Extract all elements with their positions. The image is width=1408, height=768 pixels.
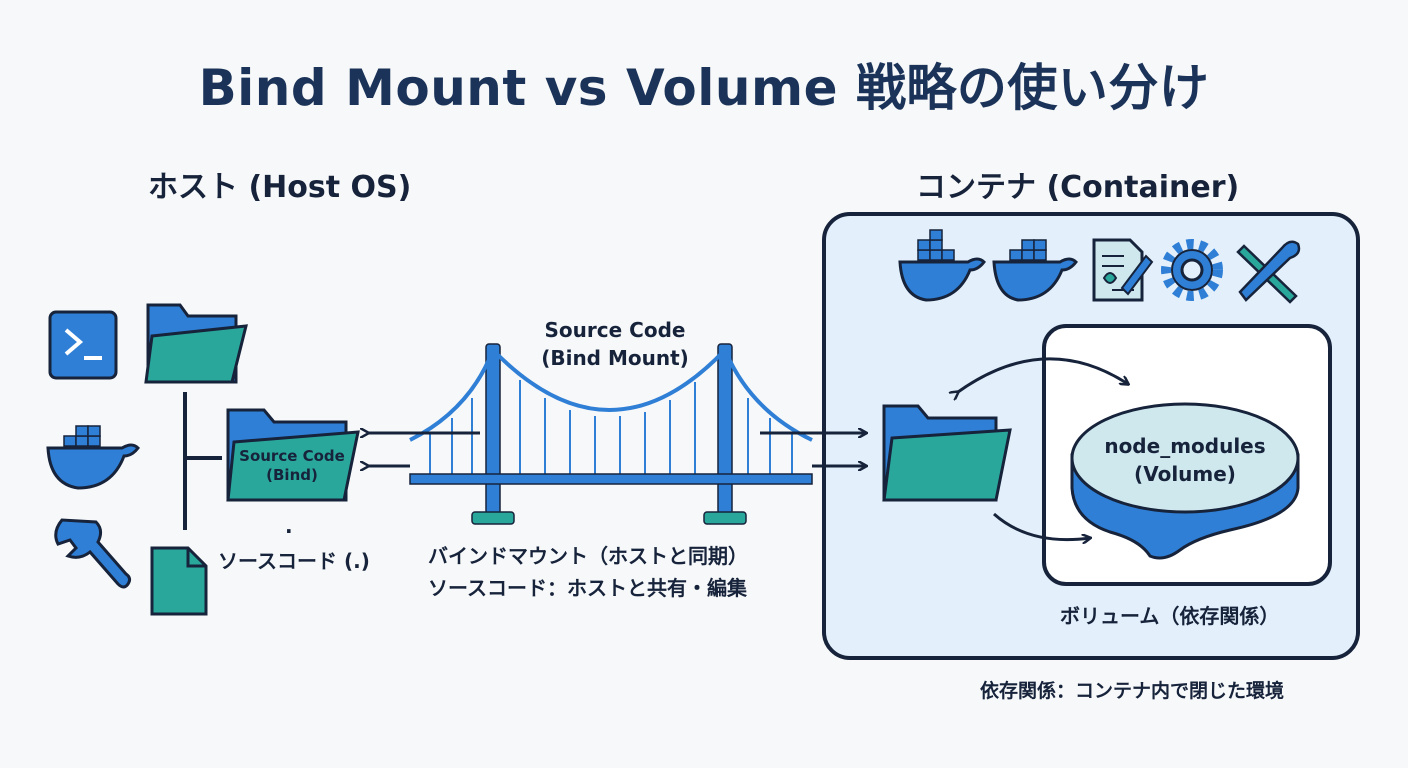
host-caption: ソースコード (.) [218,549,370,573]
bridge-label-line2: (Bind Mount) [541,346,689,370]
source-code-folder-icon [226,408,360,502]
docker-whale-icon [46,425,140,490]
volume-label: node_modules (Volume) [1080,432,1290,488]
gear-icon [1161,239,1223,301]
file-icon [150,546,208,616]
container-heading: コンテナ (Container) [916,170,1240,205]
folder-icon [144,303,248,384]
bridge-label: Source Code (Bind Mount) [500,316,730,372]
folder-label-line1: Source Code [239,447,345,465]
volume-disk-icon [1070,402,1300,560]
volume-caption: ボリューム（依存関係） [1060,604,1280,628]
page-title: Bind Mount vs Volume 戦略の使い分け [198,59,1210,117]
docker-whale-icon [898,229,986,302]
host-tree-lines [183,392,222,530]
footer-note: 依存関係：コンテナ内で閉じた環境 [980,680,1285,702]
bridge-icon [409,343,813,525]
bridge-caption-line1: バインドマウント（ホストと同期） [428,544,748,568]
wrench-icon [54,518,132,589]
host-dot: . [285,514,293,538]
volume-mount-arrow [993,512,1090,540]
document-edit-icon [1092,238,1154,302]
host-heading: ホスト (Host OS) [148,170,412,205]
terminal-icon [48,310,118,380]
volume-label-line2: (Volume) [1134,462,1236,486]
bridge-caption-line2: ソースコード：ホストと共有・編集 [428,576,747,600]
sync-arrows [368,433,866,466]
volume-label-line1: node_modules [1104,434,1266,458]
docker-whale-icon [992,239,1078,302]
container-folder-icon [882,404,1012,502]
bridge-label-line1: Source Code [544,318,686,342]
source-code-folder-label: Source Code (Bind) [232,447,352,485]
tools-icon [1236,240,1301,304]
volume-link-arrow [958,357,1128,392]
bridge-caption: バインドマウント（ホストと同期） ソースコード：ホストと共有・編集 [428,540,748,604]
folder-label-line2: (Bind) [266,466,318,484]
